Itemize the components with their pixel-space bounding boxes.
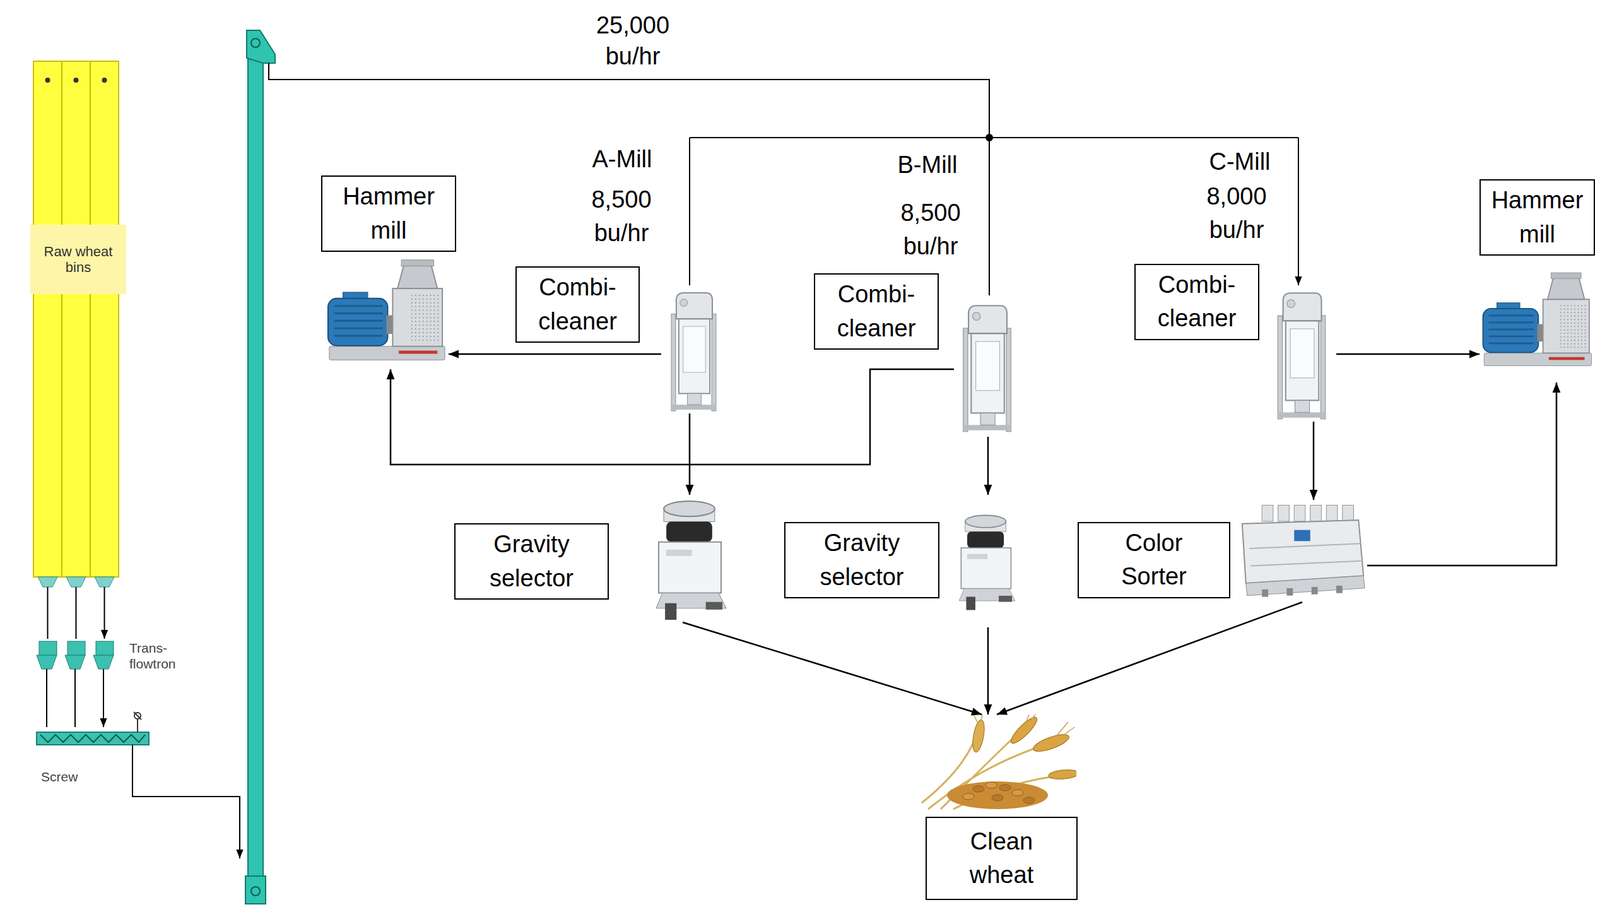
label-box: Combi-cleaner	[813, 273, 939, 350]
label-box: Clean wheat	[925, 816, 1078, 900]
node-label: Hammer mill	[1491, 183, 1584, 251]
flow-rate: 8,000 bu/hr	[1206, 179, 1267, 247]
feeder-line	[46, 668, 104, 727]
flow-arrow	[1336, 353, 1480, 356]
flow-arrow	[987, 627, 990, 715]
screw-switch	[134, 712, 141, 719]
label-box: Gravity selector	[454, 523, 609, 600]
label-box: Combi-cleaner	[1134, 263, 1260, 341]
node-label: Gravity selector	[819, 526, 904, 594]
hammer-mill-node: Hammer mill	[1479, 259, 1595, 383]
node-label: Hammer mill	[342, 179, 435, 247]
screw-body	[36, 731, 149, 745]
bin-feed-line	[47, 586, 105, 639]
gravity-selector-node: Gravity selector	[948, 494, 1026, 628]
machines	[328, 259, 1592, 809]
node-label: Combi-cleaner	[837, 277, 917, 345]
raw-wheat-bins	[33, 61, 119, 639]
feeder-spout	[93, 654, 114, 669]
bin-outlet	[94, 576, 115, 587]
feeder-spout	[36, 654, 57, 669]
elevator-leg	[247, 35, 264, 891]
bin-outlet	[37, 576, 58, 587]
flow-rate: 25,000 bu/hr	[596, 10, 670, 73]
flow-arrow	[1312, 421, 1315, 500]
label-box: Hammer mill	[321, 175, 457, 252]
part-name: Screw	[41, 768, 78, 785]
bin-dot	[102, 77, 108, 83]
screw-switch	[133, 711, 142, 732]
gravity-selector-icon	[958, 514, 1016, 610]
gravity-selector-node: Gravity selector	[642, 494, 740, 623]
label-box: Combi-cleaner	[515, 266, 640, 343]
flow-arrow	[996, 601, 1303, 715]
trans-flowtron-feeders	[36, 641, 114, 727]
wheat-icon	[921, 712, 1080, 809]
node-label: Raw wheat bins	[37, 243, 120, 276]
elevator-head	[246, 30, 276, 64]
flow-arrow	[448, 353, 662, 356]
mill-name: C-Mill	[1208, 145, 1271, 179]
bucket-elevator	[245, 30, 276, 904]
feeder	[67, 641, 86, 655]
bin	[90, 61, 119, 577]
screw-conveyor	[36, 711, 240, 859]
node-label: Combi-cleaner	[1157, 268, 1237, 336]
boot-pulley	[251, 886, 260, 896]
combi-cleaner-node: Combi-cleaner	[953, 299, 1021, 437]
feed-line	[268, 63, 990, 138]
node-label: Clean wheat	[969, 824, 1034, 892]
hammer-mill-node: Hammer mill	[324, 254, 449, 370]
combi-cleaner-node: Combi-cleaner	[1266, 288, 1337, 422]
split-dot	[985, 133, 994, 142]
gravity-selector-icon	[656, 500, 727, 620]
flow-rate: 8,500 bu/hr	[591, 182, 652, 250]
label-box: Hammer mill	[1479, 179, 1595, 256]
label-box: Gravity selector	[784, 521, 940, 599]
screw-outlet-line	[132, 744, 240, 859]
bin-label-patch: Raw wheat bins	[30, 224, 127, 295]
color-sorter-icon	[1242, 504, 1365, 597]
node-label: Gravity selector	[489, 527, 574, 595]
bin-label-node: Raw wheat bins	[30, 224, 126, 295]
label-box: Color Sorter	[1077, 521, 1231, 599]
flow-arrow	[688, 413, 691, 495]
feeder	[95, 641, 114, 655]
bin-outlet	[66, 576, 86, 587]
node-label: Combi-cleaner	[538, 270, 618, 338]
mill-name: A-Mill	[592, 142, 653, 177]
combi-cleaner-icon	[1277, 292, 1326, 419]
color-sorter-node: Color Sorter	[1237, 499, 1368, 602]
flow-arrow	[1367, 382, 1557, 566]
mill-name: B-Mill	[897, 148, 958, 182]
bin	[33, 61, 62, 577]
elevator-boot	[245, 875, 266, 904]
hammer-mill-icon	[1482, 272, 1592, 366]
node-label: Color Sorter	[1121, 526, 1187, 594]
hammer-mill-icon	[328, 259, 445, 361]
flow-arrow	[390, 369, 954, 465]
combi-cleaner-icon	[671, 292, 717, 411]
flow-rate: 8,500 bu/hr	[900, 196, 961, 264]
flow-arrow	[987, 436, 990, 495]
flow-arrow	[682, 622, 982, 715]
bin-dot	[45, 77, 51, 83]
bin-dot	[73, 77, 79, 83]
part-name: Trans-flowtron	[129, 639, 177, 672]
combi-cleaner-node: Combi-cleaner	[661, 288, 727, 414]
combi-cleaner-icon	[963, 305, 1012, 432]
clean-wheat-node: Clean wheat	[902, 714, 1077, 812]
feeder	[39, 641, 57, 655]
screw-flight	[40, 734, 146, 742]
bin	[61, 61, 91, 577]
head-pulley	[251, 38, 260, 48]
feeder-spout	[64, 654, 86, 669]
feed-line	[689, 136, 1299, 139]
